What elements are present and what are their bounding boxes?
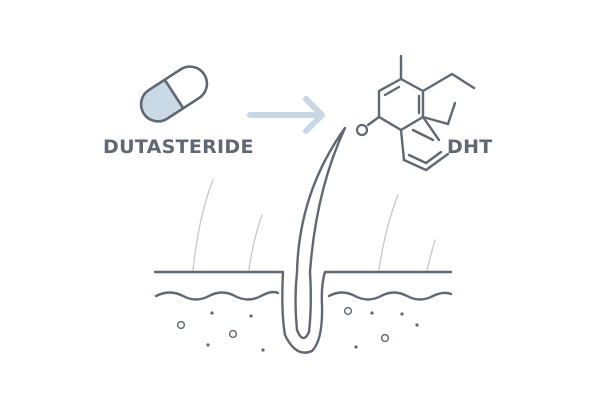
skin-layer-right [327, 291, 453, 301]
dht-molecule-icon [366, 54, 476, 172]
skin-surface [153, 270, 453, 354]
capsule-filled-half [141, 79, 184, 122]
dht-label: DHT [447, 136, 493, 158]
skin-layer-left [154, 290, 280, 301]
follicle-inner [294, 270, 312, 340]
capsule-divider [163, 79, 185, 109]
skin-tissue-dots [176, 306, 419, 352]
capsule-icon [139, 65, 209, 123]
background-hairs [192, 179, 436, 271]
dutasteride-label: DUTASTERIDE [103, 136, 254, 158]
oxygen-atom [355, 123, 369, 137]
arrow-right-icon [247, 96, 325, 134]
arrow-head [303, 96, 325, 134]
hair-follicle-icon [153, 126, 453, 354]
hair-shaft [295, 126, 347, 274]
